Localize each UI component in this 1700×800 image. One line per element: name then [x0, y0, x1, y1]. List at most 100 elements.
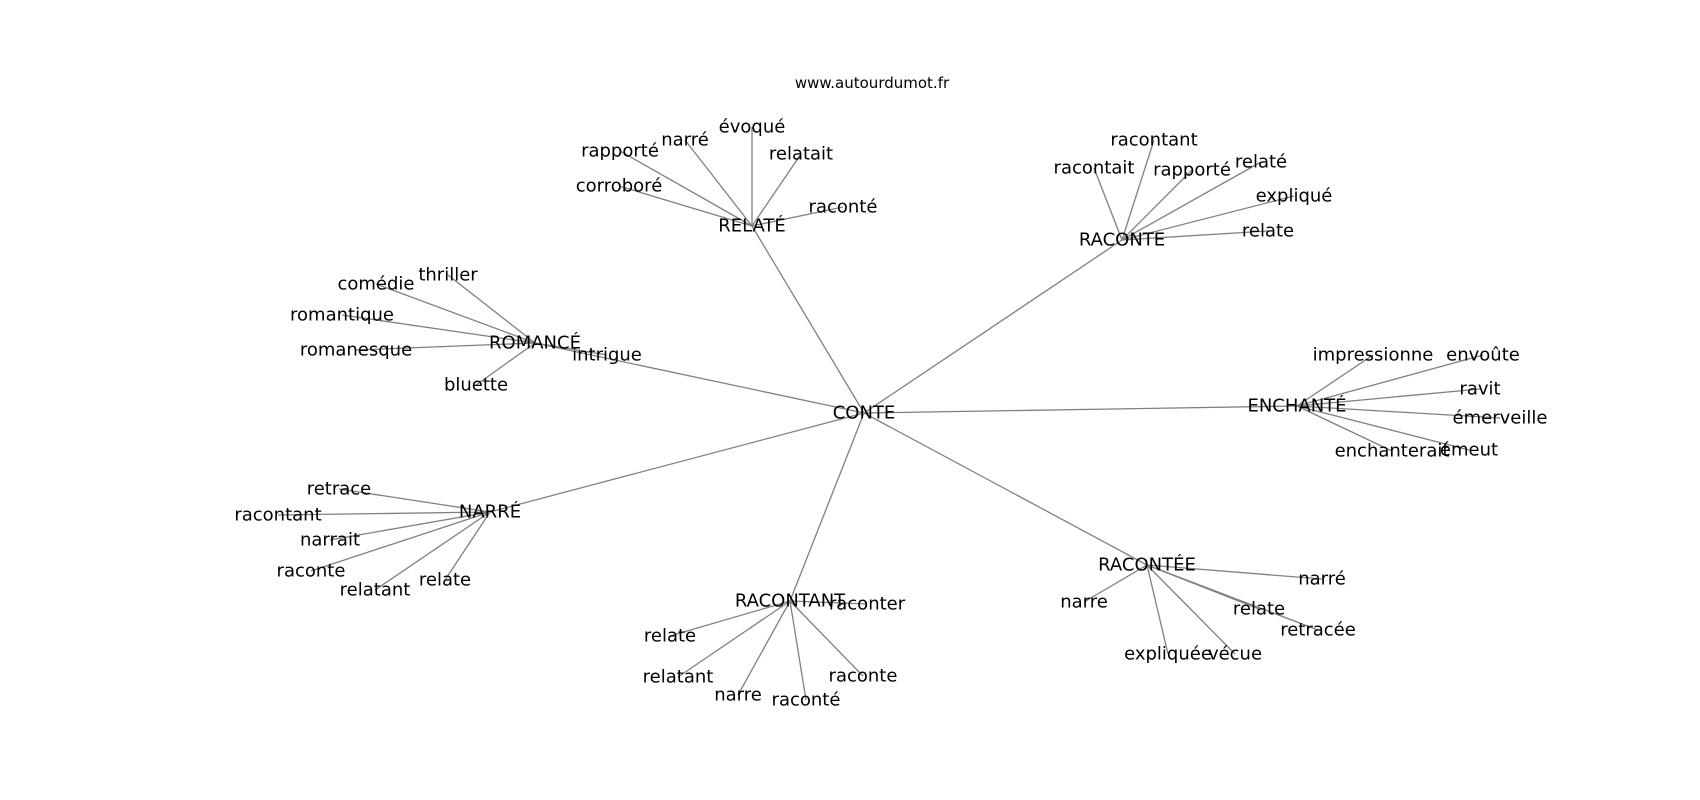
leaf-node-label: thriller [418, 265, 478, 286]
leaf-node-label: retrace [307, 479, 372, 500]
leaf-node-label: enchanterait [1335, 441, 1450, 462]
leaf-node-label: racontait [1054, 158, 1135, 179]
leaf-node-label: relatant [340, 580, 411, 601]
leaf-node-label: raconté [809, 197, 878, 218]
edge-hub-to-leaf [751, 206, 844, 227]
edge-hub-to-leaf [1296, 354, 1374, 407]
leaf-node-label: envoûte [1446, 345, 1520, 366]
leaf-node-label: retracée [1280, 620, 1356, 641]
hub-node-label: ENCHANTÉ [1247, 395, 1346, 417]
leaf-node-label: émerveille [1453, 408, 1548, 429]
edge-root-to-hub [534, 342, 865, 414]
leaf-node-label: rapporté [581, 141, 659, 162]
edge-hub-to-leaf [1093, 167, 1123, 241]
edge-hub-to-leaf [1121, 161, 1262, 241]
leaf-node-label: raconter [829, 594, 906, 615]
hub-node-label: RACONTE [1079, 230, 1165, 251]
edge-hub-to-leaf [669, 600, 791, 637]
hub-node-label: NARRÉ [459, 501, 521, 523]
hub-node-label: RACONTANT [735, 591, 846, 612]
edge-hub-to-leaf [1296, 405, 1470, 451]
edge-hub-to-leaf [1296, 405, 1393, 452]
edge-hub-to-leaf [619, 150, 753, 227]
hub-node-label: RELATÉ [718, 215, 786, 237]
edge-hub-to-leaf [534, 342, 608, 356]
leaf-node-label: narré [661, 130, 709, 151]
leaf-node-label: racontant [1110, 130, 1197, 151]
leaf-node-label: raconte [829, 666, 898, 687]
root-node-label: CONTE [833, 403, 896, 424]
leaf-node-label: expliqué [1256, 186, 1333, 207]
edge-hub-to-leaf [618, 185, 753, 227]
edge-hub-to-leaf [1296, 405, 1501, 419]
edge-root-to-hub [863, 405, 1298, 414]
edges-layer [277, 127, 1501, 701]
edge-hub-to-leaf [1146, 564, 1169, 655]
hub-node-label: ROMANCÉ [489, 332, 581, 354]
edge-hub-to-leaf [1146, 564, 1323, 580]
edge-root-to-hub [863, 239, 1123, 414]
edge-hub-to-leaf [789, 600, 868, 605]
edge-hub-to-leaf [375, 283, 536, 344]
edge-hub-to-leaf [341, 314, 536, 344]
edge-hub-to-leaf [374, 511, 491, 591]
edge-hub-to-leaf [1121, 195, 1295, 241]
leaf-node-label: narré [1298, 569, 1346, 590]
edge-hub-to-leaf [1146, 564, 1236, 655]
edge-root-to-hub [863, 412, 1148, 566]
leaf-node-label: corroboré [576, 176, 663, 197]
edge-hub-to-leaf [1296, 354, 1484, 407]
edge-root-to-hub [789, 412, 865, 602]
source-site-label: www.autourdumot.fr [795, 74, 950, 92]
edge-hub-to-leaf [751, 153, 802, 227]
hub-node-label: RACONTÉE [1098, 554, 1196, 576]
leaf-node-label: relate [644, 626, 696, 647]
edge-hub-to-leaf [1083, 564, 1148, 603]
leaf-node-label: narrait [300, 530, 360, 551]
leaf-node-label: impressionne [1313, 345, 1434, 366]
edge-hub-to-leaf [329, 511, 491, 541]
leaf-node-label: romanesque [300, 340, 412, 361]
edge-hub-to-leaf [338, 488, 491, 513]
leaf-node-label: romantique [290, 305, 394, 326]
edge-hub-to-leaf [737, 600, 791, 696]
edge-hub-to-leaf [1121, 139, 1155, 241]
leaf-node-label: relate [419, 570, 471, 591]
leaf-node-label: bluette [444, 375, 508, 396]
leaf-node-label: rapporté [1153, 160, 1231, 181]
labels-layer: CONTERELATÉrapporténarréévoquérelataitco… [234, 117, 1547, 711]
leaf-node-label: émeut [1440, 440, 1498, 461]
leaf-node-label: relatait [769, 144, 833, 165]
edge-root-to-hub [751, 225, 865, 414]
leaf-node-label: ravit [1459, 379, 1500, 400]
edge-hub-to-leaf [475, 342, 536, 386]
leaf-node-label: racontant [234, 505, 321, 526]
edge-root-to-hub [489, 412, 865, 513]
leaf-node-label: raconte [277, 561, 346, 582]
edge-hub-to-leaf [447, 274, 536, 344]
leaf-node-label: relatant [643, 667, 714, 688]
edge-hub-to-leaf [1296, 388, 1481, 407]
edge-hub-to-leaf [277, 511, 491, 516]
edge-hub-to-leaf [789, 600, 864, 677]
edge-hub-to-leaf [789, 600, 807, 701]
edge-hub-to-leaf [310, 511, 491, 572]
edge-hub-to-leaf [444, 511, 491, 581]
leaf-node-label: intrigue [572, 345, 642, 366]
leaf-node-label: vécue [1208, 644, 1262, 665]
leaf-node-label: expliquée [1124, 644, 1212, 665]
leaf-node-label: évoqué [719, 117, 786, 138]
edge-hub-to-leaf [355, 342, 536, 351]
leaf-node-label: relate [1242, 221, 1294, 242]
leaf-node-label: relaté [1235, 152, 1287, 173]
leaf-node-label: raconté [772, 690, 841, 711]
edge-hub-to-leaf [1146, 564, 1319, 631]
edge-hub-to-leaf [1121, 169, 1193, 241]
leaf-node-label: relate [1233, 599, 1285, 620]
leaf-node-label: narre [714, 685, 762, 706]
edge-hub-to-leaf [1121, 230, 1269, 241]
edge-hub-to-leaf [677, 600, 791, 678]
edge-hub-to-leaf [684, 139, 753, 227]
leaf-node-label: narre [1060, 592, 1108, 613]
